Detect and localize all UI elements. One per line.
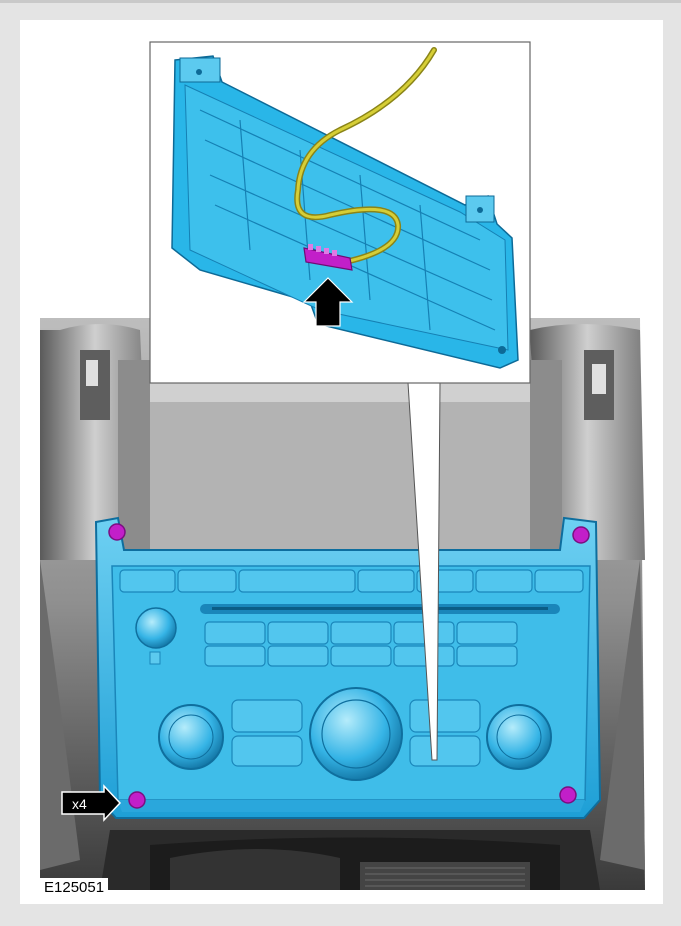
climate-controls	[231, 699, 481, 767]
figure-id-label: E125051	[40, 878, 109, 897]
volume-knob	[135, 607, 177, 649]
magenta-circle-icon	[572, 526, 590, 544]
quantity-label: x4	[72, 796, 87, 812]
electrical-connector	[303, 244, 353, 271]
magenta-circle-icon	[108, 523, 126, 541]
black-arrow-icon	[302, 277, 354, 327]
preset-button-row	[204, 621, 518, 667]
magenta-circle-icon	[559, 786, 577, 804]
black-arrow-icon	[61, 784, 122, 822]
magenta-circle-icon	[128, 791, 146, 809]
left-climate-knob	[158, 704, 224, 770]
upper-button-row	[119, 569, 584, 593]
control-panel	[94, 516, 602, 819]
right-climate-knob	[486, 704, 552, 770]
detail-inset	[149, 41, 531, 761]
centre-fan-knob	[309, 687, 403, 781]
fasteners	[108, 523, 590, 809]
top-border	[0, 0, 681, 3]
